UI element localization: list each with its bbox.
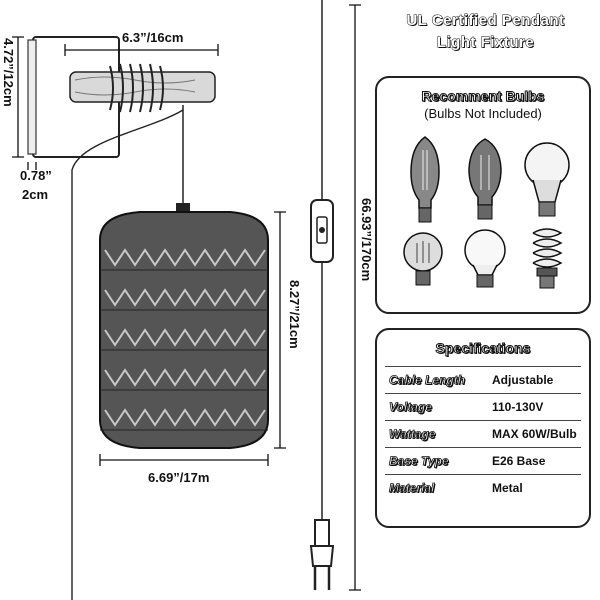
spec-value: Metal	[488, 474, 581, 501]
spiral-cfl-bulb-icon	[532, 228, 563, 289]
bulbs-grid	[403, 136, 570, 289]
mount-height-label: 4.72”/12cm	[1, 38, 16, 107]
spec-key: Cable Length	[385, 366, 488, 394]
shade-width-label: 6.69”/17m	[148, 470, 210, 485]
recommended-bulbs-panel: Recomment Bulbs (Bulbs Not Included)	[375, 76, 591, 314]
spec-key: Voltage	[385, 393, 488, 421]
specifications-panel: Specifications Cable Length Adjustable V…	[375, 328, 591, 528]
title-line-1: UL Certified Pendant	[406, 12, 565, 30]
edison-st64-bulb-icon	[410, 136, 440, 223]
mount-depth-inch-label: 0.78”	[20, 168, 52, 183]
total-length-label: 66.93”/170cm	[359, 198, 374, 282]
spec-key: Material	[385, 474, 488, 501]
spec-key: Wattage	[385, 420, 488, 448]
plug	[309, 545, 335, 567]
spec-key: Base Type	[385, 447, 488, 475]
table-row: Material Metal	[385, 474, 581, 501]
spec-value: Adjustable	[488, 366, 581, 394]
page-title: UL Certified Pendant Light Fixture	[378, 10, 593, 54]
table-row: Base Type E26 Base	[385, 447, 581, 475]
bulbs-heading: Recomment Bulbs	[421, 88, 545, 105]
specs-table: Cable Length Adjustable Voltage 110-130V…	[385, 366, 581, 501]
spec-value: 110-130V	[488, 393, 581, 421]
mount-width-label: 6.3”/16cm	[122, 30, 184, 45]
spec-value: E26 Base	[488, 447, 581, 475]
title-line-2: Light Fixture	[436, 34, 535, 52]
table-row: Voltage 110-130V	[385, 393, 581, 421]
a19-frosted-bulb-icon	[464, 229, 506, 288]
a19-led-bulb-icon	[524, 142, 570, 217]
table-row: Wattage MAX 60W/Bulb	[385, 420, 581, 448]
bulbs-subheading: (Bulbs Not Included)	[424, 106, 542, 121]
power-cord	[71, 109, 184, 600]
mount-depth-cm-label: 2cm	[22, 187, 49, 202]
filament-a19-bulb-icon	[403, 232, 443, 286]
table-row: Cable Length Adjustable	[385, 366, 581, 394]
spec-value: MAX 60W/Bulb	[488, 420, 581, 448]
edison-st58-bulb-icon	[468, 138, 502, 220]
specs-heading: Specifications	[435, 340, 531, 357]
shade-height-label: 8.27”/21cm	[287, 280, 302, 349]
